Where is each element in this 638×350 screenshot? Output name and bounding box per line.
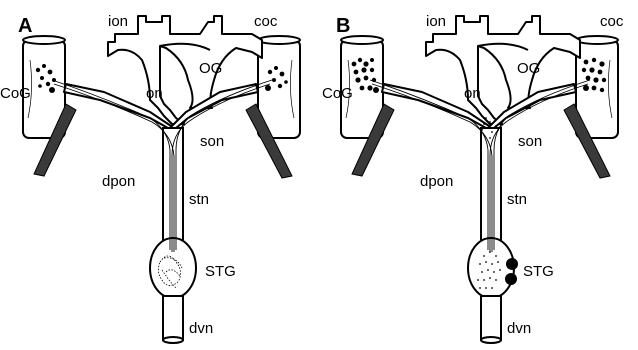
panel-a-label-dpon: dpon (102, 173, 135, 190)
panel-a-label-stn: stn (189, 191, 209, 208)
panel-b-label-on: on (464, 85, 481, 102)
panel-a-label-son: son (200, 133, 224, 150)
panel-a-letter: A (18, 15, 32, 37)
panel-b: B ion coc OG CoG on son dpon stn STG dvn (322, 13, 624, 343)
panel-a-label-ion: ion (108, 13, 128, 30)
panel-b-stg-soma-2 (505, 273, 517, 285)
panel-b-label-dpon: dpon (420, 173, 453, 190)
panel-b-label-stn: stn (507, 191, 527, 208)
panel-b-letter: B (336, 15, 350, 37)
panel-a-nerve-outline (23, 16, 300, 343)
panel-a-label-og: OG (199, 60, 222, 77)
panel-b-label-stg: STG (523, 263, 554, 280)
panel-b-label-son: son (518, 133, 542, 150)
panel-a: A ion coc OG CoG on son dpon stn STG dvn (0, 13, 300, 343)
panel-b-nerve-outline (341, 16, 618, 343)
panel-a-label-on: on (146, 85, 163, 102)
panel-a-label-coc: coc (254, 13, 278, 30)
panel-b-label-og: OG (517, 60, 540, 77)
panel-b-stg-soma-1 (506, 258, 518, 270)
panel-a-label-cog: CoG (0, 85, 31, 102)
panel-b-label-ion: ion (426, 13, 446, 30)
panel-b-label-cog: CoG (322, 85, 353, 102)
panel-a-label-stg: STG (205, 263, 236, 280)
panel-b-label-dvn: dvn (507, 320, 531, 337)
panel-b-label-coc: coc (600, 13, 624, 30)
panel-a-label-dvn: dvn (189, 320, 213, 337)
